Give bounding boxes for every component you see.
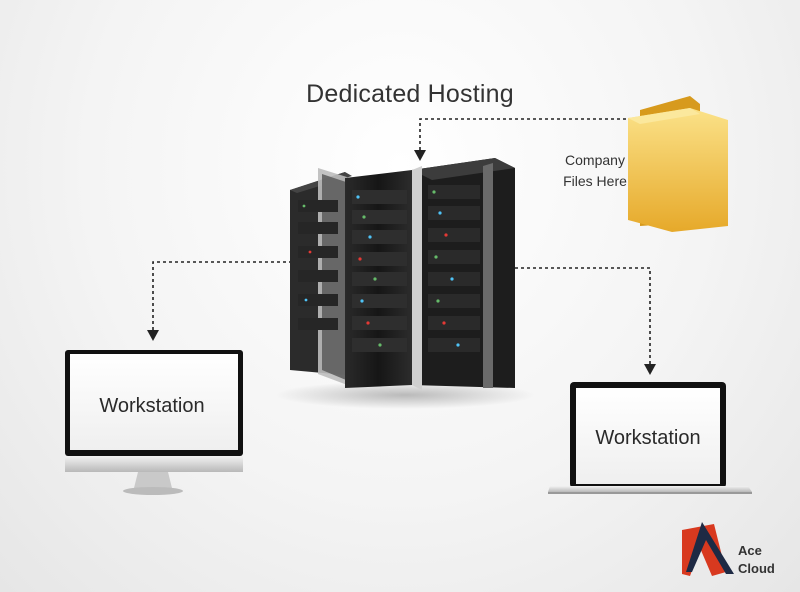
ace-cloud-logo-icon <box>682 522 734 576</box>
status-leds <box>302 190 460 347</box>
connector-files-to-server <box>419 118 632 150</box>
workstation-desktop-label: Workstation <box>99 395 205 417</box>
connector-server-to-left-workstation <box>152 261 292 330</box>
logo-text-cloud: Cloud <box>738 561 775 576</box>
monitor-icon <box>65 350 243 495</box>
connector-server-to-right-workstation <box>515 267 651 364</box>
arrow-head-server <box>414 150 426 161</box>
folder-icon <box>628 96 728 232</box>
company-files-label: Company Files Here <box>555 150 635 192</box>
company-files-line-2: Files Here <box>563 173 627 189</box>
workstation-laptop-label: Workstation <box>595 427 701 449</box>
arrow-head-right-workstation <box>644 364 656 375</box>
server-rack-icon <box>275 158 535 409</box>
diagram-title: Dedicated Hosting <box>306 80 514 108</box>
company-files-line-1: Company <box>565 152 625 168</box>
logo-text-ace: Ace <box>738 543 762 558</box>
laptop-icon <box>548 382 752 494</box>
rack-units <box>298 185 480 352</box>
arrow-head-left-workstation <box>147 330 159 341</box>
